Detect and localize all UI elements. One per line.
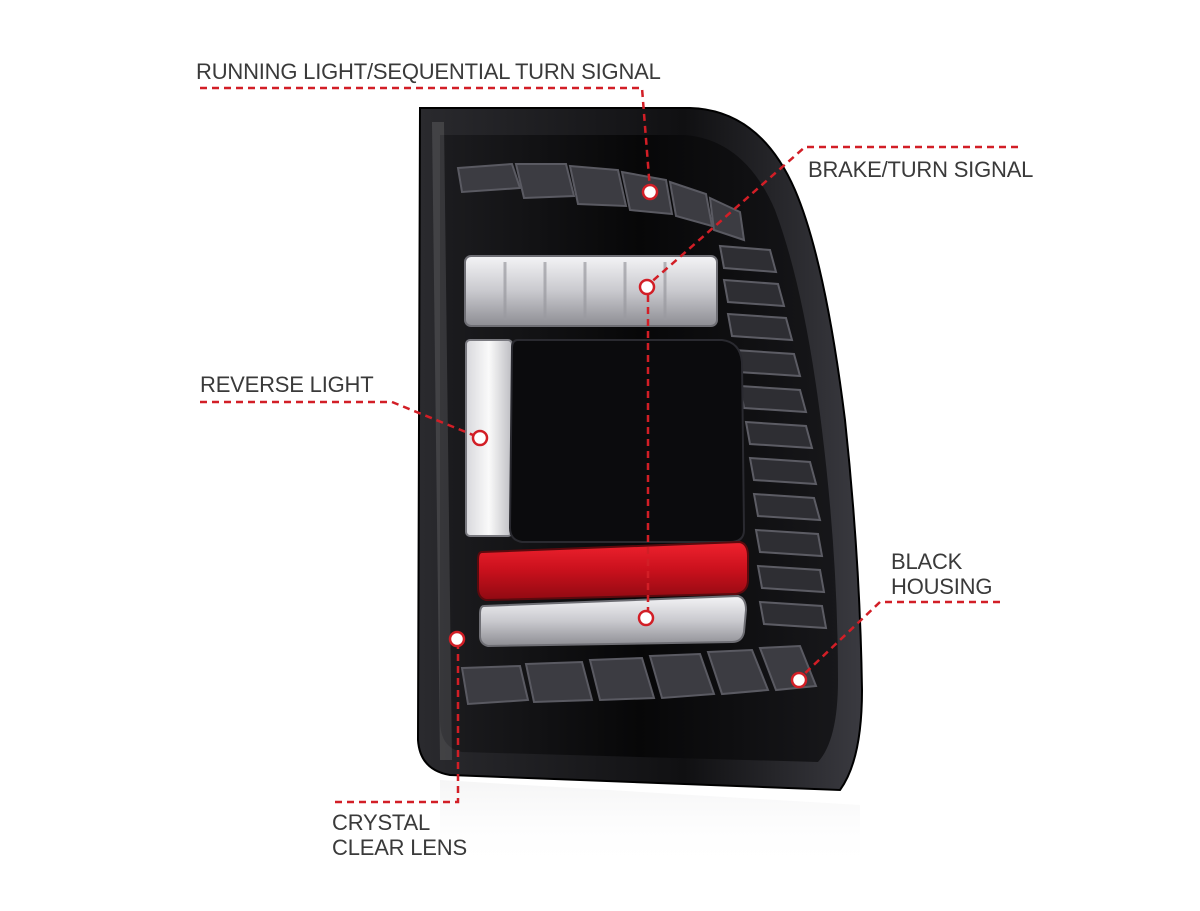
center-panel (508, 339, 746, 543)
reverse-light-label: REVERSE LIGHT (200, 372, 374, 397)
lower-clear-bar (479, 594, 748, 648)
black-housing-label: BLACK HOUSING (891, 549, 992, 599)
bottom-sequential-segments (460, 644, 818, 706)
lens-highlight (432, 122, 452, 760)
brake-turn-label: BRAKE/TURN SIGNAL (808, 157, 1034, 182)
running-light-leader-line (200, 86, 652, 191)
running-light-marker (641, 183, 659, 201)
crystal-lens-label: CRYSTAL CLEAR LENS (332, 810, 467, 860)
crystal-lens-label-line2: CLEAR LENS (332, 835, 467, 860)
black-housing-leader-line (799, 600, 1000, 679)
brake-turn-upper-marker (638, 278, 656, 296)
callout-markers (448, 183, 808, 689)
black-housing-marker (790, 671, 808, 689)
floor-reflection (440, 780, 860, 870)
crystal-lens-label-line1: CRYSTAL (332, 810, 431, 835)
crystal-lens-marker (448, 630, 466, 648)
brake-turn-leader-line (646, 145, 1018, 612)
crystal-lens-leader-line (335, 642, 460, 804)
red-reflector (477, 540, 749, 602)
callout-lines (200, 86, 1018, 804)
brake-turn-lower-marker (637, 609, 655, 627)
side-sequential-segments (718, 244, 828, 630)
upper-clear-bar (464, 255, 718, 327)
reverse-light-leader-line (200, 400, 479, 439)
running-light-label: RUNNING LIGHT/SEQUENTIAL TURN SIGNAL (196, 59, 661, 84)
reverse-light-marker (471, 429, 489, 447)
black-housing-label-line2: HOUSING (891, 574, 993, 599)
black-housing-label-line1: BLACK (891, 549, 963, 574)
